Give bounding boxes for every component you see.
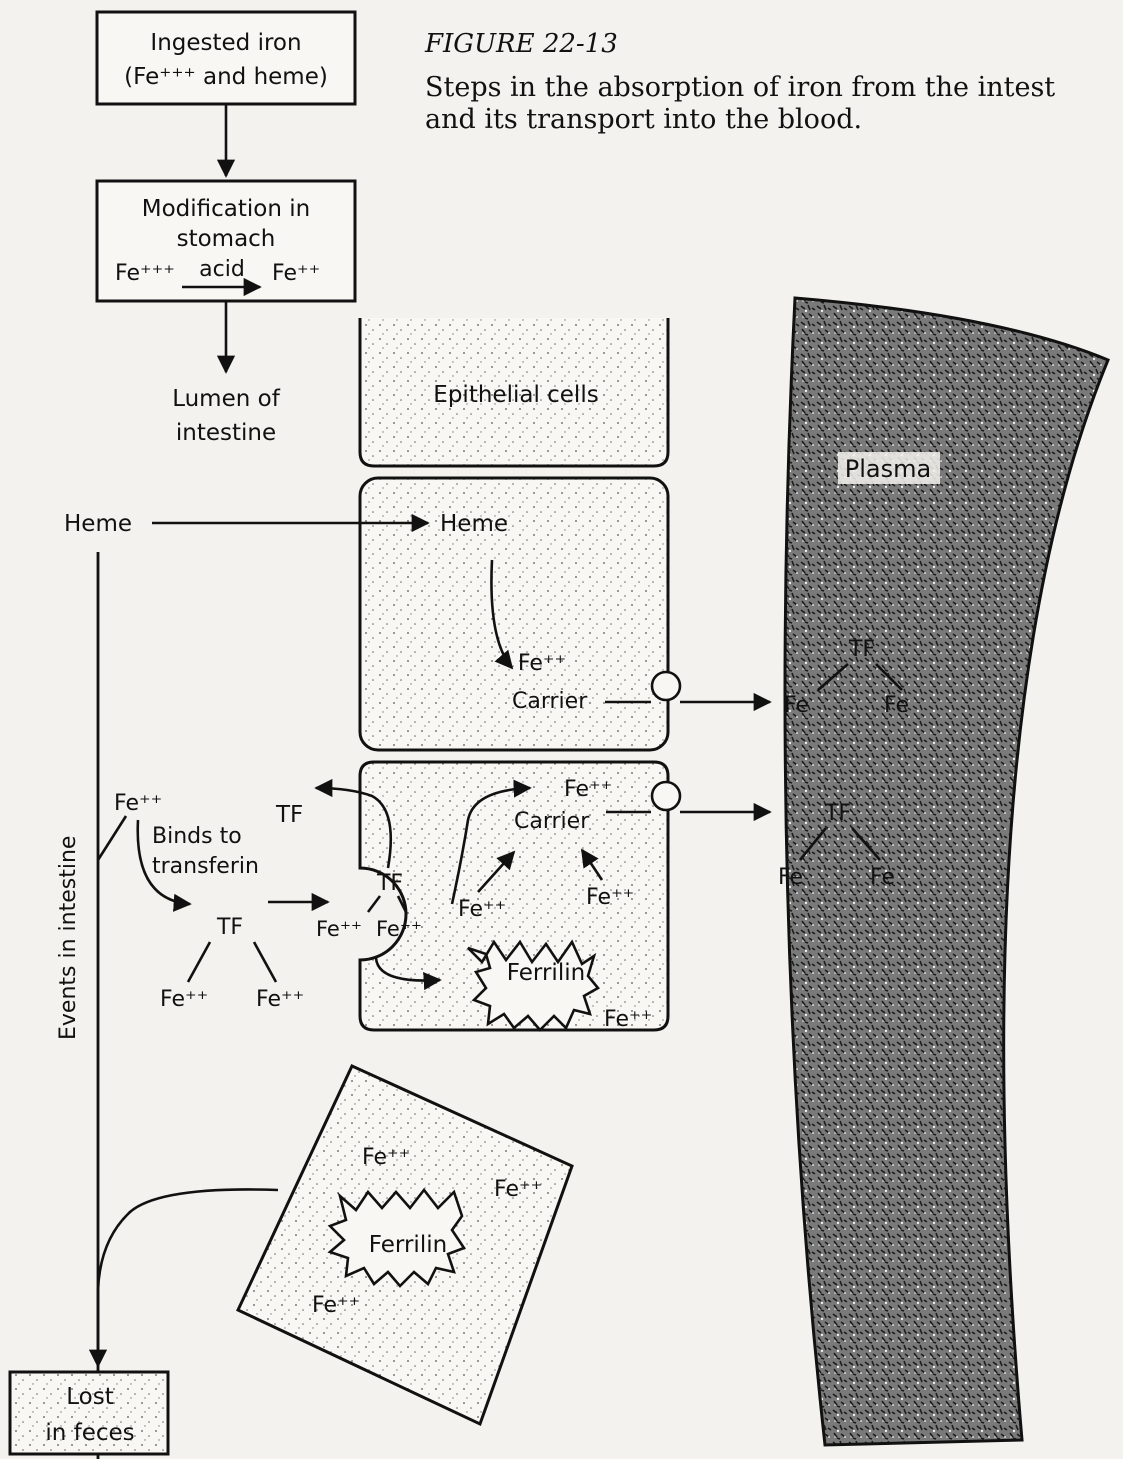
binds-label-line1: Binds to (152, 824, 242, 849)
ingested-iron-forms: (Fe⁺⁺⁺ and heme) (124, 64, 328, 90)
plasma-tf-1-fe-b: Fe (884, 693, 909, 718)
shed-fe-top: Fe⁺⁺ (362, 1145, 410, 1170)
plasma-tf-1-fe-a: Fe (784, 693, 809, 718)
cell2-fe-bottom: Fe⁺⁺ (604, 1007, 652, 1032)
lost-label-line1: Lost (66, 1384, 113, 1410)
heme-iron-label: Fe⁺⁺ (518, 651, 566, 676)
ferritin-cell-label: Ferrilin (507, 960, 585, 986)
carrier-1-protein (652, 672, 680, 700)
plasma-tf-2-label: TF (824, 801, 851, 826)
lumen-tf-label: TF (216, 915, 243, 940)
plasma-tf-1-label: TF (848, 637, 875, 662)
stomach-title-line1: Modification in (142, 196, 310, 222)
plasma-tf-2-fe-a: Fe (778, 865, 803, 890)
pocket-fe-a: Fe⁺⁺ (316, 917, 362, 941)
cell2-fe-right: Fe⁺⁺ (586, 885, 634, 910)
plasma-label: Plasma (845, 455, 931, 483)
figure-number: FIGURE 22-13 (424, 29, 618, 59)
tf-return-label: TF (275, 802, 303, 828)
pocket-tf-label: TF (376, 871, 403, 896)
lumen-label-line2: intestine (176, 420, 276, 446)
pocket-fe-b: Fe⁺⁺ (376, 917, 422, 941)
carrier-2-protein (652, 782, 680, 810)
carrier-1-label: Carrier (512, 689, 588, 714)
lumen-fe-label: Fe⁺⁺ (114, 791, 162, 816)
stomach-title-line2: stomach (177, 226, 276, 252)
plasma-tf-2-fe-b: Fe (870, 865, 895, 890)
lumen-label-line1: Lumen of (172, 386, 281, 412)
carrier-2-label: Carrier (514, 809, 590, 834)
ferric-iron-label: Fe⁺⁺⁺ (115, 261, 175, 286)
cell2-fe-top: Fe⁺⁺ (564, 777, 612, 802)
binds-label-line2: transferin (152, 854, 259, 879)
shedding-path (98, 1189, 278, 1290)
events-in-intestine-label: Events in intestine (56, 836, 81, 1040)
lumen-tf-fe-a: Fe⁺⁺ (160, 987, 208, 1012)
heme-cell-label: Heme (440, 511, 508, 537)
acid-label: acid (199, 257, 245, 282)
epithelial-cells-label: Epithelial cells (433, 382, 598, 408)
heme-lumen-label: Heme (64, 511, 132, 537)
ingested-iron-label: Ingested iron (150, 30, 301, 56)
plasma-band (785, 298, 1108, 1445)
figure-caption-line1: Steps in the absorption of iron from the… (425, 72, 1055, 103)
figure-caption-line2: and its transport into the blood. (425, 104, 862, 135)
ferrous-iron-label: Fe⁺⁺ (272, 261, 320, 286)
lumen-tf-bond-a (188, 942, 210, 982)
shed-ferritin-label: Ferrilin (369, 1232, 447, 1258)
lost-label-line2: in feces (45, 1420, 134, 1446)
shed-fe-bottom: Fe⁺⁺ (312, 1293, 360, 1318)
pocket-tf-bond-a (368, 896, 380, 912)
cell2-fe-left: Fe⁺⁺ (458, 897, 506, 922)
lumen-tf-bond-b (254, 942, 276, 982)
lumen-tf-fe-b: Fe⁺⁺ (256, 987, 304, 1012)
ingested-iron-box (97, 12, 355, 104)
fe-branch-line (98, 816, 126, 860)
shed-fe-right: Fe⁺⁺ (494, 1177, 542, 1202)
